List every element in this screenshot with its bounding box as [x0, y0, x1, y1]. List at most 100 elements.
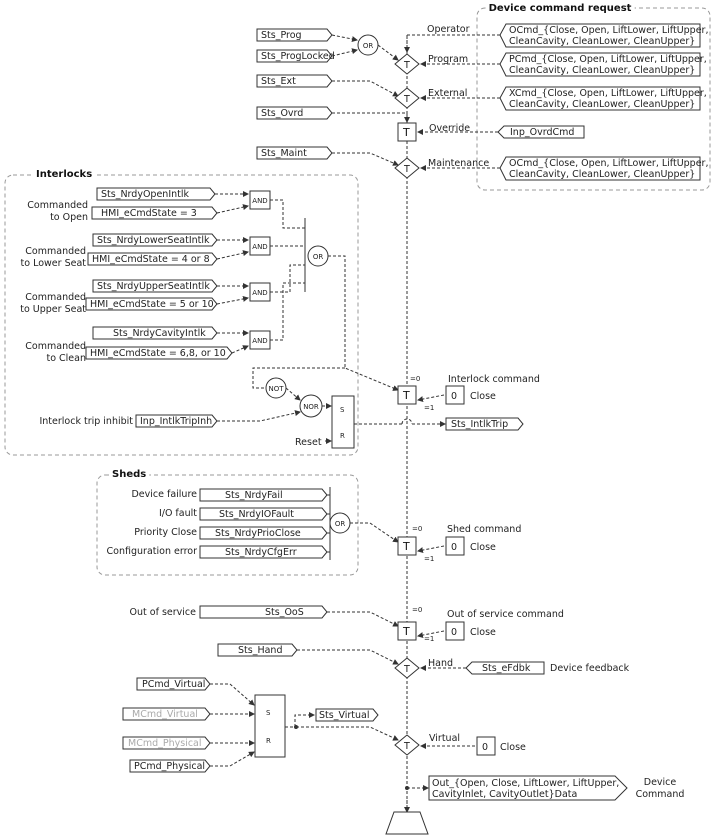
- svg-text:NOR: NOR: [303, 403, 319, 411]
- pcmd-text-2: CleanCavity, CleanLower, CleanUpper}: [509, 65, 695, 76]
- oos-cmd-label: Out of service command: [447, 609, 564, 620]
- lower-label-1: Commanded: [25, 246, 86, 257]
- sts-hand-tag: [217, 643, 298, 657]
- cavity-intlk-text: Sts_NrdyCavityIntlk: [113, 328, 206, 339]
- priority-close-label: Priority Close: [134, 527, 197, 538]
- sts-maint-text: Sts_Maint: [261, 148, 307, 159]
- pcmd-physical-text: PCmd_Physical: [134, 761, 205, 772]
- virtual-select-diamond: [394, 734, 420, 756]
- svg-text:AND: AND: [252, 337, 267, 345]
- clean-state-tag: [85, 346, 233, 360]
- oos-close-label: Close: [470, 627, 496, 638]
- interlock-zero-box: [445, 385, 465, 405]
- svg-text:T: T: [403, 60, 410, 71]
- output-device-trapezoid: [385, 811, 429, 835]
- virtual-label: Virtual: [429, 733, 460, 744]
- lower-label-2: to Lower Seat: [21, 258, 87, 269]
- oos-zero-box: [445, 621, 465, 641]
- sts-ext-text: Sts_Ext: [261, 76, 296, 87]
- pcmd-physical-tag: [129, 759, 211, 773]
- ocmd-text-1: OCmd_{Close, Open, LiftLower, LiftUpper,: [509, 25, 708, 36]
- mcmd-physical-text: MCmd_Physical: [128, 738, 202, 749]
- sts-oos-text: Sts_OoS: [265, 607, 304, 618]
- open-state-text: HMI_eCmdState = 3: [101, 208, 197, 219]
- maintenance-select-diamond: [394, 157, 420, 179]
- sts-intlktrip-tag: [445, 417, 524, 431]
- output-text-1: Out_{Open, Close, LiftLower, LiftUpper,: [432, 778, 619, 789]
- inp-ovrdcmd-text: Inp_OvrdCmd: [510, 127, 574, 138]
- output-tag: [428, 775, 628, 801]
- sts-nrdyiofault-text: Sts_NrdyIOFault: [219, 509, 294, 520]
- maint-ocmd-text-2: CleanCavity, CleanLower, CleanUpper}: [509, 169, 695, 180]
- device-command-title: Device command request: [489, 3, 632, 14]
- shed-t-box: [397, 536, 417, 556]
- inp-ovrdcmd-tag: [497, 125, 585, 139]
- svg-text:=0: =0: [410, 375, 420, 383]
- sts-proglocked-tag: [256, 49, 333, 63]
- svg-text:AND: AND: [252, 197, 267, 205]
- external-select-diamond: [394, 87, 420, 109]
- lower-intlk-text: Sts_NrdyLowerSeatIntlk: [97, 235, 210, 246]
- hand-label: Hand: [428, 658, 453, 669]
- sheds-title-backing: [109, 469, 150, 480]
- shed-zero-box: [445, 536, 465, 556]
- operator-label: Operator: [427, 24, 470, 35]
- io-fault-label: I/O fault: [159, 508, 197, 519]
- interlocks-title: Interlocks: [36, 169, 92, 180]
- svg-text:0: 0: [451, 391, 457, 402]
- sts-intlktrip-text: Sts_IntlkTrip: [451, 419, 508, 430]
- virtual-close-label: Close: [500, 742, 526, 753]
- interlock-cmd-label: Interlock command: [448, 374, 540, 385]
- mcmd-physical-tag: [122, 736, 211, 750]
- svg-text:NOT: NOT: [268, 385, 284, 393]
- svg-text:0: 0: [451, 542, 457, 553]
- svg-text:T: T: [403, 664, 410, 675]
- sts-virtual-text: Sts_Virtual: [319, 710, 370, 721]
- inp-intlktripinh-text: Inp_IntlkTripInh: [140, 416, 212, 427]
- svg-text:=0: =0: [412, 606, 422, 614]
- virtual-zero-box: [476, 736, 496, 756]
- clean-label-2: to Clean: [46, 353, 86, 364]
- interlock-t-box: [397, 385, 417, 405]
- sts-nrdyprioclose-tag: [199, 526, 328, 540]
- svg-text:R: R: [340, 432, 345, 440]
- svg-text:R: R: [266, 737, 271, 745]
- device-feedback-label: Device feedback: [550, 663, 630, 674]
- svg-text:0: 0: [451, 627, 457, 638]
- trip-inhibit-label: Interlock trip inhibit: [39, 416, 133, 427]
- clean-label-1: Commanded: [25, 341, 86, 352]
- sts-ovrd-text: Sts_Ovrd: [261, 108, 303, 119]
- or-gate-program-label: OR: [363, 42, 374, 50]
- interlocks-title-backing: [33, 169, 96, 180]
- upper-label-1: Commanded: [25, 292, 86, 303]
- sts-prog-text: Sts_Prog: [261, 30, 302, 41]
- sr-latch-interlock: [331, 395, 355, 449]
- sheds-title: Sheds: [112, 469, 146, 480]
- clean-state-text: HMI_eCmdState = 6,8, or 10: [90, 348, 226, 359]
- sts-nrdycfgerr-text: Sts_NrdyCfgErr: [225, 547, 297, 558]
- sts-prog-tag: [256, 28, 333, 42]
- sts-efdbk-text: Sts_eFdbk: [482, 663, 531, 674]
- upper-label-2: to Upper Seat: [20, 304, 86, 315]
- svg-text:T: T: [402, 625, 410, 638]
- svg-text:=1: =1: [424, 404, 434, 412]
- sts-hand-text: Sts_Hand: [238, 645, 282, 656]
- sts-maint-tag: [256, 146, 333, 160]
- pcmd-virtual-tag: [136, 677, 211, 691]
- device-command-label-1: Device: [644, 777, 677, 788]
- upper-intlk-text: Sts_NrdyUpperSeatIntlk: [97, 281, 210, 292]
- svg-text:T: T: [403, 741, 410, 752]
- open-label-2: to Open: [50, 212, 88, 223]
- open-intlk-text: Sts_NrdyOpenIntlk: [101, 189, 190, 200]
- pcmd-tag: [499, 52, 701, 77]
- reset-label: Reset: [295, 437, 322, 448]
- svg-text:AND: AND: [252, 289, 267, 297]
- svg-text:T: T: [402, 126, 410, 139]
- sts-virtual-tag: [315, 708, 379, 722]
- upper-state-tag: [85, 297, 218, 311]
- mcmd-virtual-tag: [122, 707, 211, 721]
- svg-text:T: T: [402, 389, 410, 402]
- device-failure-label: Device failure: [131, 489, 197, 500]
- svg-text:S: S: [266, 709, 271, 717]
